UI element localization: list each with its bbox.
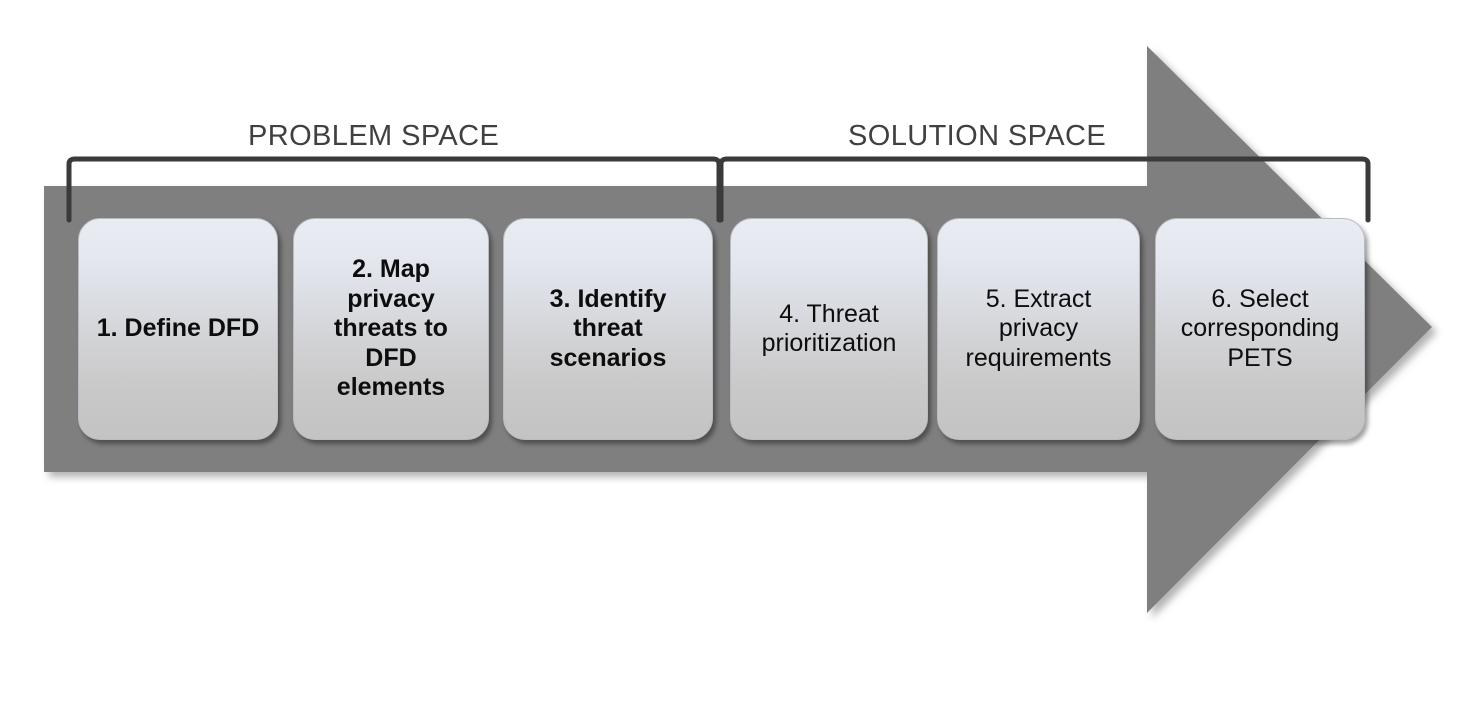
bracket-problem-space	[66, 156, 722, 223]
bracket-solution-space	[718, 156, 1371, 223]
step-box-1-label: 1. Define DFD	[96, 314, 260, 343]
phase-label-problem-space: PROBLEM SPACE	[248, 120, 500, 152]
phase-label-solution-space: SOLUTION SPACE	[848, 120, 1107, 152]
step-box-1[interactable]: 1. Define DFD	[78, 218, 278, 440]
